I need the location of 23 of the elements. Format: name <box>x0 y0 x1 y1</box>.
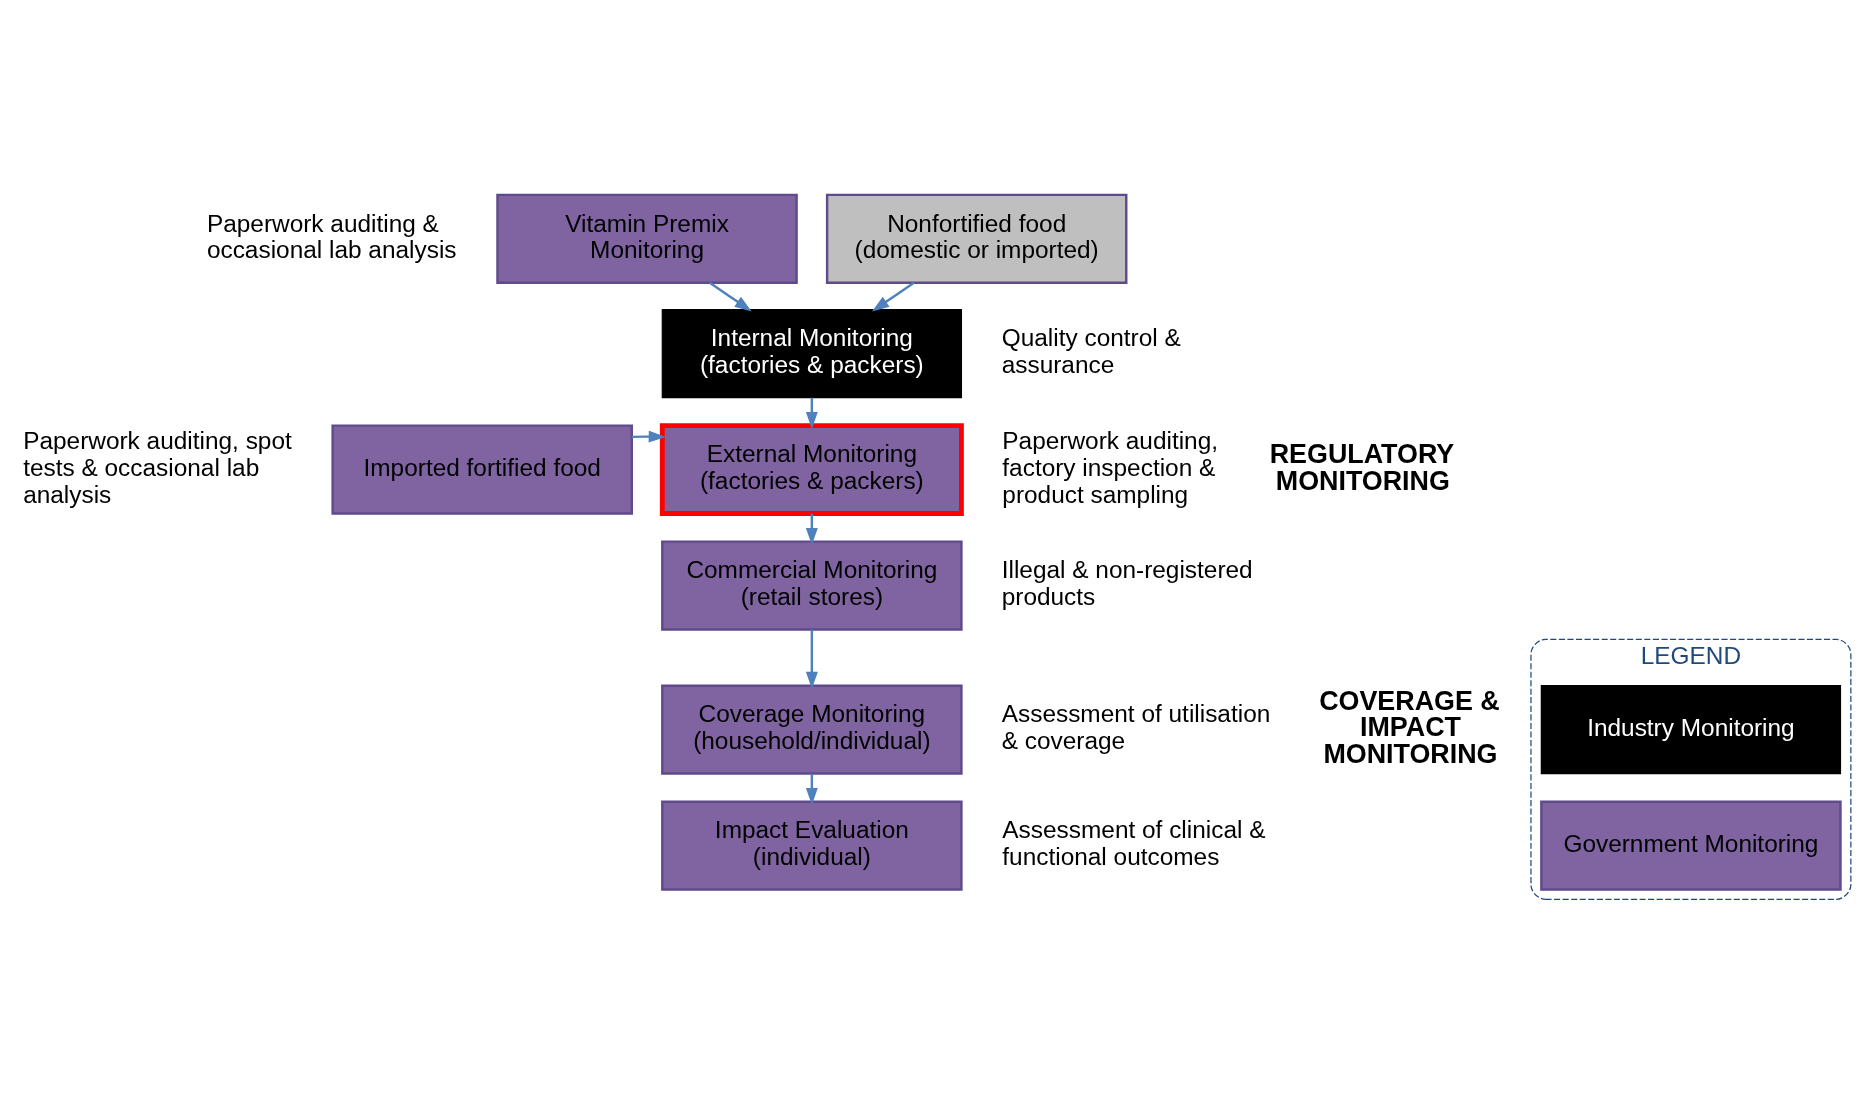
node-label: Paperwork auditing, spot tests & occasional lab analysis <box>23 426 292 508</box>
node-box: Vitamin Premix Monitoring <box>496 193 798 284</box>
node-label: Assessment of utilisation & coverage <box>1001 699 1271 754</box>
node-box: Nonfortified food (domestic or imported) <box>825 193 1128 284</box>
arrow <box>631 430 666 443</box>
node-box: Government Monitoring <box>1540 799 1842 891</box>
node-box: Industry Monitoring <box>1540 684 1842 774</box>
label: REGULATORY MONITORING <box>1269 438 1455 496</box>
node-label: Assessment of clinical & functional outcomes <box>1002 815 1266 870</box>
node-box: Imported fortified food <box>331 423 633 515</box>
node-label: Quality control & assurance <box>1001 323 1181 378</box>
node-label: Illegal & non-registered products <box>1001 555 1253 610</box>
arrow <box>871 281 915 311</box>
arrow <box>709 281 752 311</box>
node-box: Impact Evaluation (individual) <box>661 799 963 891</box>
label: COVERAGE & IMPACT MONITORING <box>1319 685 1500 769</box>
node-label: Paperwork auditing, factory inspection & product sampling <box>1002 426 1219 508</box>
node-box: Commercial Monitoring (retail stores) <box>661 539 963 631</box>
node-box: Internal Monitoring (factories & packers) <box>661 308 963 398</box>
node-label: Paperwork auditing & occasional lab analysis <box>206 209 457 263</box>
arrow <box>805 629 818 689</box>
node-box: External Monitoring (factories & packers) <box>659 422 964 516</box>
node-box: Coverage Monitoring (household/individual) <box>661 683 963 775</box>
